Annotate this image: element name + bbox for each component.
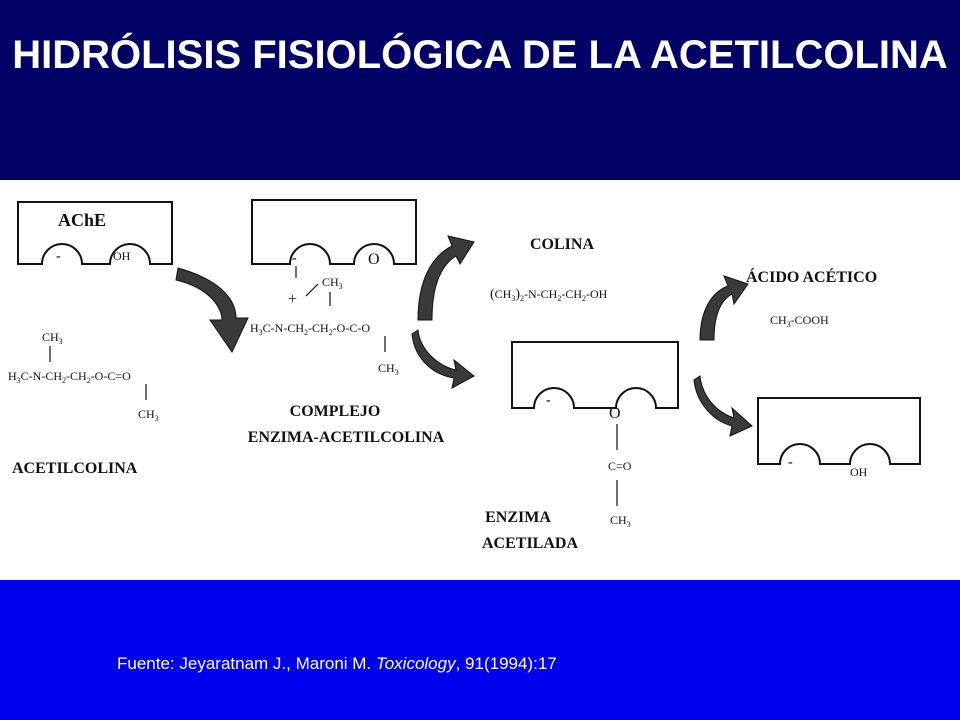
acetylcholine-ch3-top: CH3 <box>42 330 63 346</box>
complex-chain: H3C-N-CH2-CH2-O-C-O <box>250 321 370 337</box>
enzyme-complex <box>251 199 417 265</box>
ache-label: AChE <box>58 210 106 230</box>
acetilcolina-label: ACETILCOLINA <box>12 460 138 477</box>
colina-formula: (CH3)2-N-CH2-CH2-OH <box>490 287 608 303</box>
complex-ch3-bottom: CH3 <box>378 361 399 377</box>
esteratic-site-oh: OH <box>113 249 131 263</box>
anionic-site-minus: - <box>56 249 61 264</box>
enzyme-acetylated <box>511 341 679 409</box>
arrow-split-top <box>417 235 475 321</box>
arrow-hydrolysis-bottom <box>693 375 753 437</box>
diagram-panel <box>0 180 960 580</box>
complex-plus: + <box>288 291 297 308</box>
reaction-diagram: AChE - OH CH3 H3C-N-CH2-CH2-O-C=O CH3 AC… <box>8 199 921 552</box>
complex-minus: - <box>292 251 297 266</box>
enzyme-ache <box>17 201 173 265</box>
complex-ch3-top: CH3 <box>322 275 343 291</box>
arrow-split-bottom <box>411 329 475 389</box>
acetylated-ch3: CH3 <box>610 513 631 529</box>
acido-acetico-label: ÁCIDO ACÉTICO <box>746 267 877 286</box>
regenerated-minus: - <box>788 455 793 470</box>
footer-band <box>0 580 960 720</box>
acetylated-o: O <box>609 405 621 422</box>
header-band <box>0 0 960 180</box>
enzima-label-line1: ENZIMA <box>485 509 551 526</box>
arrow-binding <box>175 267 249 354</box>
source-citation: Fuente: Jeyaratnam J., Maroni M. Toxicol… <box>117 654 557 674</box>
colina-label: COLINA <box>530 236 594 253</box>
acetylcholine-chain: H3C-N-CH2-CH2-O-C=O <box>8 369 131 385</box>
arrow-hydrolysis-top <box>699 275 749 341</box>
acetylated-c-double-o: C=O <box>608 459 632 473</box>
acido-acetico-formula: CH3-COOH <box>770 313 829 329</box>
source-suffix: , 91(1994):17 <box>455 654 557 673</box>
complejo-label-line2: ENZIMA-ACETILCOLINA <box>248 429 445 446</box>
source-prefix: Fuente: Jeyaratnam J., Maroni M. <box>117 654 376 673</box>
complex-o: O <box>368 251 380 268</box>
enzima-label-line2: ACETILADA <box>482 535 578 552</box>
regenerated-oh: OH <box>850 465 868 479</box>
complejo-label-line1: COMPLEJO <box>290 403 381 420</box>
slide-title: HIDRÓLISIS FISIOLÓGICA DE LA ACETILCOLIN… <box>12 33 948 77</box>
acetylcholine-ch3-bottom: CH3 <box>138 407 159 423</box>
enzyme-regenerated <box>757 397 921 465</box>
acetylcholine-formula: CH3 H3C-N-CH2-CH2-O-C=O CH3 <box>8 330 159 423</box>
source-journal: Toxicology <box>375 654 456 673</box>
acetylated-minus: - <box>546 393 551 408</box>
